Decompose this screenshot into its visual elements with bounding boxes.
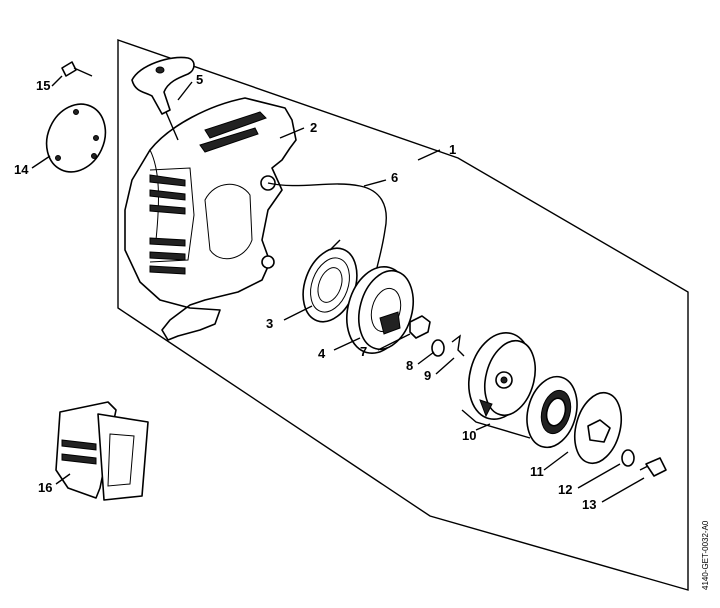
intake-baffle	[55, 401, 149, 501]
callout-15: 15	[36, 78, 50, 93]
cover-screw	[61, 61, 93, 77]
rewind-spring	[302, 239, 358, 323]
spring-clip	[451, 334, 465, 357]
drawing-code: 4140-GET-0032-A0	[701, 520, 710, 590]
washer	[431, 339, 445, 357]
callout-14: 14	[14, 162, 29, 177]
spring-housing	[526, 375, 578, 449]
callout-1: 1	[449, 142, 456, 157]
callout-2: 2	[310, 120, 317, 135]
callout-10: 10	[462, 428, 476, 443]
callout-labels: 1 2 3 4 5 6 7 8 9 10 11 12 13 14 15 16	[14, 72, 596, 512]
cover-plate	[45, 103, 107, 173]
callout-9: 9	[424, 368, 431, 383]
pawl	[409, 315, 431, 339]
callout-11: 11	[530, 464, 544, 479]
callout-3: 3	[266, 316, 273, 331]
callout-4: 4	[318, 346, 326, 361]
assembly-outline	[117, 39, 689, 591]
callout-13: 13	[582, 497, 596, 512]
rope-rotor	[346, 265, 414, 355]
starter-housing	[124, 97, 297, 341]
callout-5: 5	[196, 72, 203, 87]
callout-6: 6	[391, 170, 398, 185]
washer-disc	[573, 391, 635, 467]
starter-grip-handle	[131, 56, 195, 141]
screw	[639, 457, 667, 477]
housing-vent-slots	[149, 174, 186, 275]
leader-lines	[31, 75, 645, 503]
callout-8: 8	[406, 358, 413, 373]
starter-rope	[267, 182, 387, 273]
callout-7: 7	[360, 344, 367, 359]
starter-cup	[468, 331, 536, 421]
callout-16: 16	[38, 480, 52, 495]
callout-12: 12	[558, 482, 572, 497]
